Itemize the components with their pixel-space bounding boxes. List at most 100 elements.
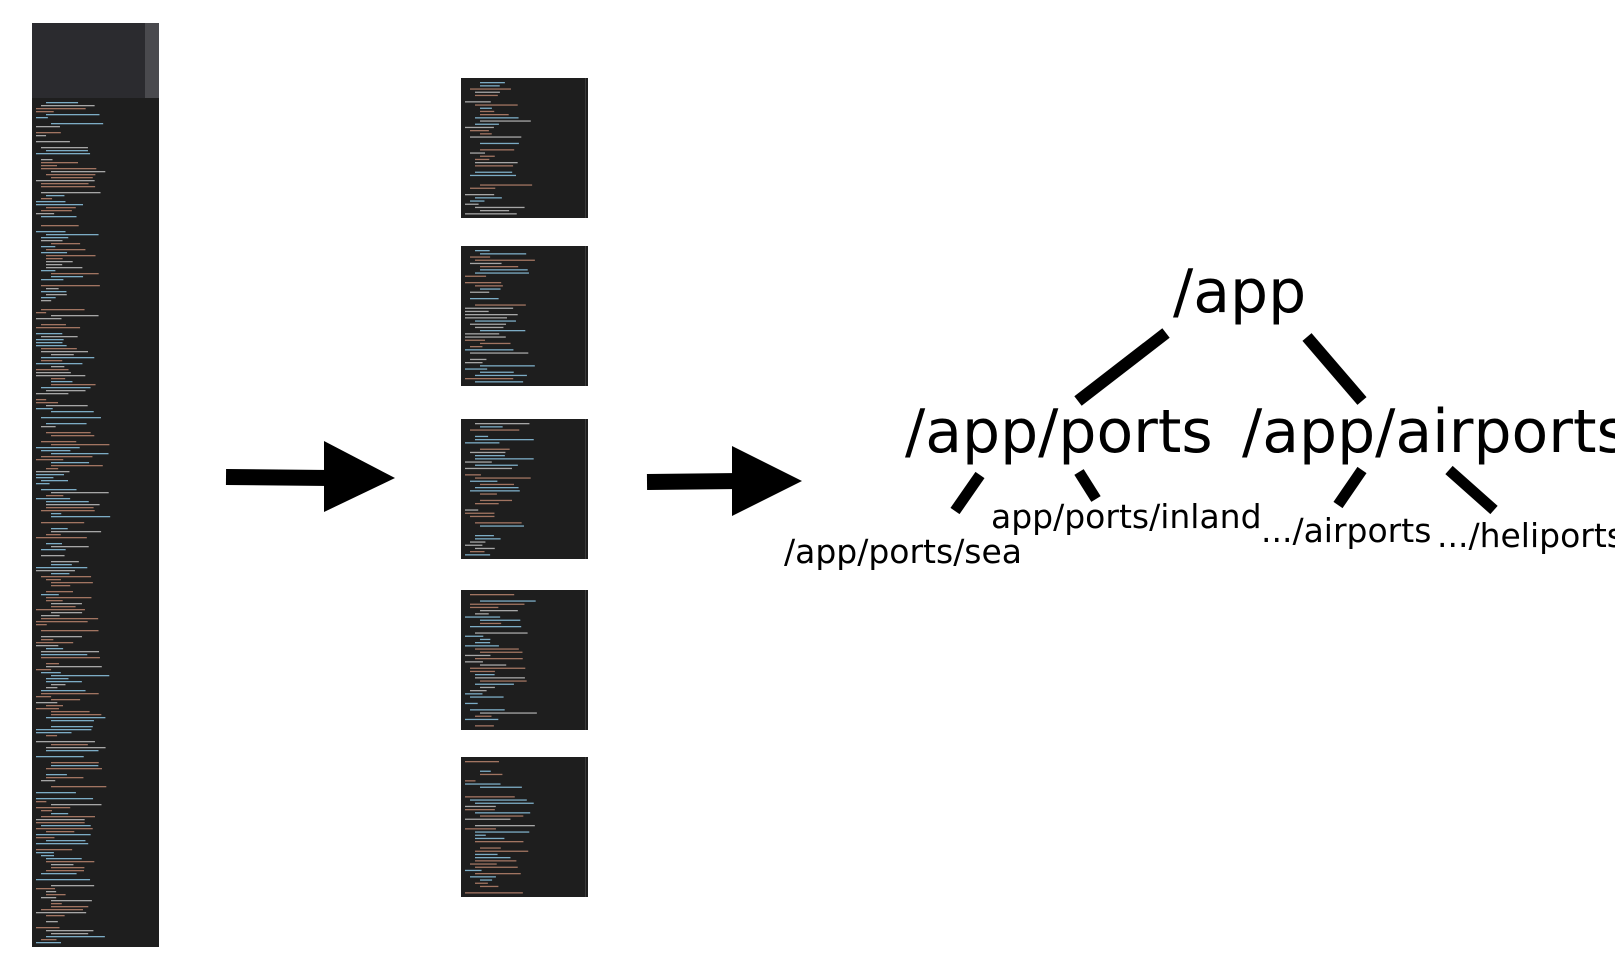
- code-line: [475, 632, 528, 634]
- code-line: [51, 765, 99, 767]
- code-line: [470, 346, 483, 348]
- code-line: [470, 429, 520, 431]
- code-line: [475, 455, 505, 457]
- code-line: [41, 654, 88, 656]
- code-line: [475, 538, 501, 540]
- code-line: [36, 837, 55, 839]
- code-line: [465, 828, 496, 830]
- code-line: [465, 213, 517, 215]
- code-line: [46, 405, 88, 407]
- code-line: [46, 915, 65, 917]
- code-line: [41, 510, 95, 512]
- code-line: [36, 696, 52, 698]
- split-code-file-1: [461, 78, 588, 218]
- code-line: [470, 298, 499, 300]
- code-line: [36, 231, 66, 233]
- code-line: [480, 142, 519, 145]
- code-line: [41, 159, 53, 161]
- code-line: [465, 761, 499, 763]
- code-line: [475, 423, 530, 425]
- code-line: [480, 499, 513, 502]
- code-line: [36, 741, 95, 743]
- code-line: [51, 435, 95, 437]
- code-line: [51, 381, 73, 383]
- code-line: [465, 378, 514, 380]
- code-line: [46, 114, 100, 116]
- code-line: [46, 858, 82, 860]
- code-line: [51, 528, 68, 530]
- code-line: [51, 813, 69, 815]
- edge-ports-inland: [1074, 469, 1101, 502]
- code-line: [46, 255, 96, 257]
- code-line: [51, 177, 93, 179]
- code-line: [475, 503, 499, 505]
- code-line: [470, 709, 505, 711]
- code-lines: [465, 250, 535, 383]
- code-line: [470, 256, 491, 258]
- code-line: [475, 658, 523, 660]
- code-line: [46, 288, 59, 290]
- code-line: [36, 912, 87, 914]
- scrollbar-track: [585, 78, 586, 218]
- code-line: [36, 141, 70, 143]
- code-line: [41, 426, 56, 428]
- scrollbar-track: [585, 590, 586, 730]
- code-line: [480, 120, 531, 122]
- code-line: [36, 111, 54, 113]
- code-line: [51, 933, 89, 935]
- code-line: [480, 365, 535, 367]
- code-line: [475, 825, 535, 827]
- code-line: [465, 809, 495, 811]
- code-file-header-block: [32, 23, 159, 98]
- arrow-shaft: [225, 469, 331, 486]
- code-line: [46, 534, 61, 536]
- code-line: [36, 621, 88, 623]
- code-line: [465, 307, 514, 309]
- code-line: [51, 804, 102, 806]
- code-line: [46, 891, 57, 893]
- code-line: [41, 279, 64, 281]
- code-line: [465, 635, 484, 637]
- code-line: [51, 606, 76, 608]
- code-line: [480, 619, 521, 621]
- code-line: [475, 648, 519, 650]
- code-line: [51, 243, 81, 245]
- edge-airports-airports: [1333, 466, 1367, 509]
- code-line: [41, 450, 71, 452]
- code-line: [51, 276, 84, 278]
- code-line: [41, 909, 83, 911]
- code-line: [36, 471, 70, 473]
- code-line: [41, 336, 78, 338]
- code-line: [470, 323, 507, 325]
- code-line: [41, 216, 77, 218]
- code-line: [51, 903, 62, 905]
- code-line: [51, 711, 90, 713]
- code-line: [51, 867, 85, 869]
- code-line: [41, 780, 56, 782]
- code-line: [41, 693, 99, 695]
- code-line: [465, 693, 483, 695]
- code-minimap-block: [145, 23, 159, 98]
- code-lines: [465, 423, 534, 556]
- code-line: [475, 802, 534, 804]
- code-line: [41, 549, 66, 551]
- code-line: [475, 477, 531, 479]
- code-line: [46, 579, 61, 581]
- code-lines: [465, 594, 537, 727]
- code-line: [51, 885, 95, 887]
- code-line: [470, 670, 495, 673]
- code-line: [51, 573, 70, 575]
- code-line: [480, 253, 527, 255]
- split-code-file-4: [461, 590, 588, 730]
- code-line: [470, 174, 517, 177]
- code-line: [465, 509, 479, 511]
- code-line: [36, 732, 72, 734]
- code-line: [36, 843, 89, 845]
- code-line: [465, 616, 501, 618]
- code-line: [475, 725, 494, 727]
- code-line: [36, 339, 64, 341]
- code-line: [36, 852, 54, 854]
- code-line: [470, 876, 496, 878]
- code-line: [480, 885, 499, 888]
- code-line: [480, 483, 515, 486]
